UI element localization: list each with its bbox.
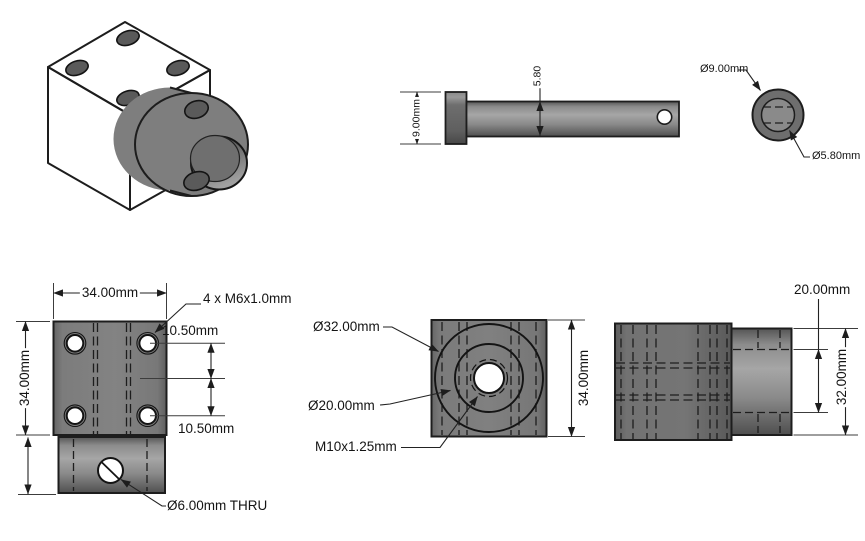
pin-side-view [400, 88, 680, 145]
callout-thread: M10x1.25mm [315, 439, 397, 454]
dim-hole-pitch-upper: 10.50mm [162, 323, 219, 338]
boss-front-view [379, 319, 585, 449]
iso-boss-cylinder [113, 86, 249, 197]
pin-shaft [465, 100, 680, 138]
front-view [16, 283, 225, 507]
boss-bore-circle [454, 343, 524, 413]
dim-pin-shaft: 5.80 [531, 63, 544, 89]
dim-pin-end-outer-dia: Ø9.00mm [700, 63, 749, 75]
dim-side-bore: 20.00mm [794, 282, 851, 297]
dim-boss-outer-dia: Ø32.00mm [313, 319, 380, 334]
boss-thread-circle [469, 358, 509, 398]
dim-front-height: 34.00mm [16, 347, 33, 409]
iso-bore-far-rim [189, 134, 241, 183]
dim-boss-height: 34.00mm [575, 349, 591, 407]
side-boss [730, 327, 793, 436]
dim-boss-bore-dia: Ø20.00mm [308, 398, 375, 413]
side-block [614, 322, 733, 441]
iso-face-hole-top [183, 99, 210, 120]
pin-cross-hole [656, 109, 673, 126]
dim-side-boss-dia: 32.00mm [833, 346, 850, 408]
dim-front-width: 34.00mm [79, 284, 141, 301]
iso-boss-face [134, 92, 249, 197]
pin-end-view [738, 69, 810, 158]
boss-outer-circle [434, 323, 544, 433]
callout-tapped-holes: 4 x M6x1.0mm [203, 292, 292, 306]
pin-end-shank [760, 97, 796, 133]
dim-pin-head-height: 9.00mm [410, 97, 423, 139]
pin-head [444, 91, 468, 145]
isometric-view [47, 21, 249, 211]
dim-pin-end-shank-dia: Ø5.80mm [812, 150, 861, 162]
boss-center-hole [473, 362, 505, 394]
iso-face-hole-bottom [183, 170, 210, 192]
callout-thru-hole: Ø6.00mm THRU [167, 498, 268, 513]
dim-hole-pitch-lower: 10.50mm [178, 421, 235, 436]
side-view [614, 299, 858, 441]
front-tapped-holes [63, 331, 160, 428]
